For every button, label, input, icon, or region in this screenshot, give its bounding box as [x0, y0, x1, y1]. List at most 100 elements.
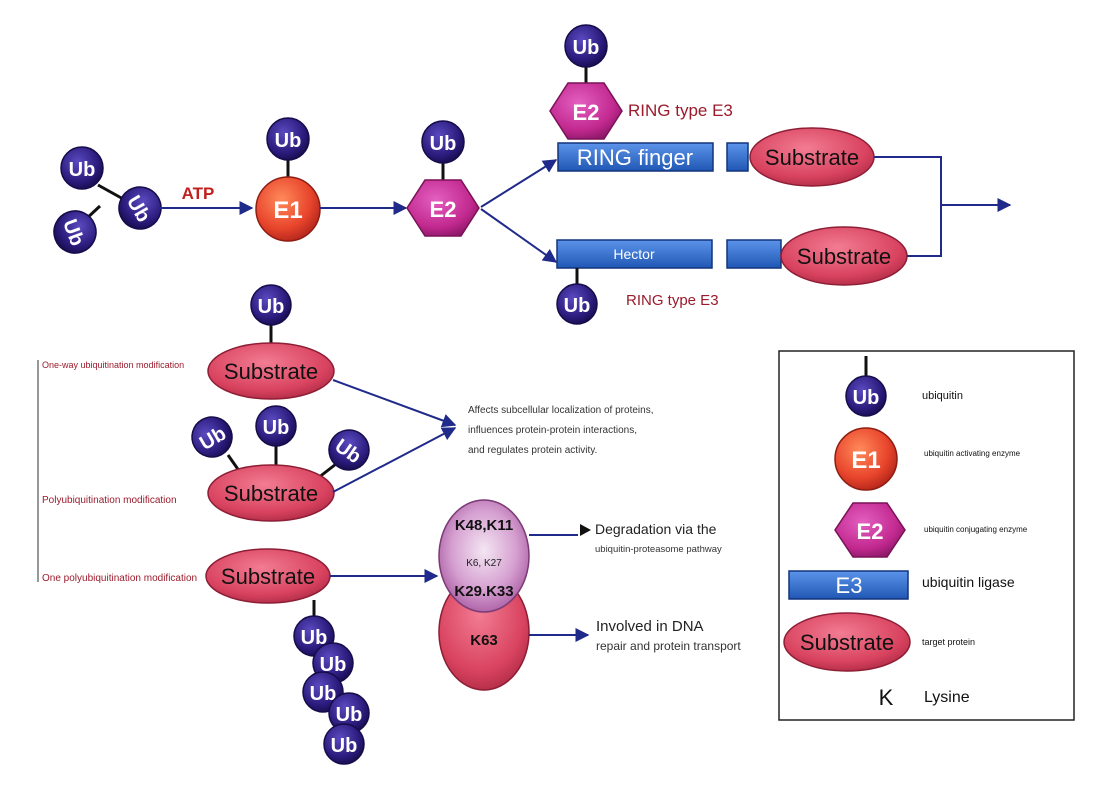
svg-text:E2: E2	[573, 100, 600, 125]
svg-text:Ub: Ub	[331, 735, 358, 757]
svg-text:Ub: Ub	[275, 130, 302, 152]
ub-icon: Ub	[60, 146, 104, 190]
free-ubiquitin-cluster: Ub Ub Ub	[53, 146, 162, 254]
mono-ub-substrate: Ub Substrate	[207, 284, 335, 400]
svg-text:Substrate: Substrate	[221, 564, 315, 589]
e3-linker	[726, 142, 749, 172]
svg-text:E1: E1	[851, 447, 880, 474]
hector-bar	[556, 239, 713, 269]
e1-icon	[834, 427, 898, 491]
svg-text:Ub: Ub	[258, 296, 285, 318]
substrate-icon	[783, 612, 911, 672]
ring-type-e3-label: RING type E3	[626, 292, 719, 309]
e2-icon	[406, 179, 480, 237]
k48k11-label: K48,K11	[455, 517, 513, 534]
hect-e3-complex: Hector Substrate Ub RING type E3	[556, 226, 908, 325]
svg-text:Ub: Ub	[69, 159, 96, 181]
svg-text:ubiquitin conjugating enzyme: ubiquitin conjugating enzyme	[924, 525, 1028, 534]
svg-text:ubiquitin activating enzyme: ubiquitin activating enzyme	[924, 449, 1021, 458]
ub-icon: Ub	[118, 186, 162, 230]
svg-text:RING finger: RING finger	[577, 145, 693, 170]
ub-icon: Ub	[293, 615, 335, 657]
effect-text: influences protein-protein interactions,	[468, 425, 637, 436]
multi-ub-substrate: Ub Ub Ub Substrate	[191, 405, 370, 522]
degradation-text: Degradation via the	[595, 521, 717, 537]
svg-text:Substrate: Substrate	[224, 481, 318, 506]
svg-text:Ub: Ub	[564, 295, 591, 317]
k29k33-label: K29.K33	[454, 583, 513, 600]
ring-finger-bar	[557, 142, 714, 172]
arrow	[332, 379, 457, 428]
ub-icon: Ub	[556, 283, 598, 325]
arrow	[332, 427, 457, 493]
k48-oval	[438, 499, 530, 613]
arrow	[480, 208, 558, 263]
ub-icon: Ub	[302, 671, 344, 713]
svg-text:Substrate: Substrate	[765, 145, 859, 170]
one-poly-label: One polyubiquitination modification	[42, 573, 197, 584]
poly-label: Polyubiquitination modification	[42, 495, 177, 506]
svg-text:Substrate: Substrate	[224, 359, 318, 384]
legend-item-e1: E1 ubiquitin activating enzyme	[834, 427, 1021, 491]
legend-item-e3: E3 ubiquitin ligase	[788, 570, 1015, 600]
effect-text: and regulates protein activity.	[468, 445, 597, 456]
e3-linker	[726, 239, 782, 269]
atp-label: ATP	[182, 184, 215, 203]
legend-item-lysine: K Lysine	[879, 685, 970, 710]
substrate-icon	[207, 464, 335, 522]
dna-text: Involved in DNA	[596, 618, 704, 635]
ring-type-e3-label: RING type E3	[628, 101, 733, 120]
ub-icon: Ub	[564, 24, 608, 68]
ub-icon: Ub	[255, 405, 297, 447]
lysine-linkage-group: K48,K11 K6, K27 K29.K33 K63	[438, 499, 530, 691]
ub-icon: Ub	[323, 723, 365, 765]
ub-icon: Ub	[421, 120, 465, 164]
ring-e3-complex: Ub E2 RING type E3 RING finger Substrate	[549, 24, 875, 187]
svg-text:Ub: Ub	[573, 37, 600, 59]
svg-text:E2: E2	[430, 197, 457, 222]
legend: Ub ubiquitin E1 ubiquitin activating enz…	[778, 350, 1075, 721]
poly-ub-substrate: Ub Ub Ub Ub Ub Substrate	[205, 548, 370, 765]
svg-text:E3: E3	[836, 573, 863, 598]
svg-text:Hector: Hector	[613, 246, 655, 262]
merge-connector	[874, 156, 1012, 257]
ub-icon: Ub	[191, 416, 233, 458]
e2-node: Ub E2	[406, 120, 480, 237]
ub-icon: Ub	[845, 375, 887, 417]
ub-icon: Ub	[266, 117, 310, 161]
e2-icon	[834, 502, 906, 558]
pointer-icon	[580, 524, 591, 536]
ub-icon: Ub	[328, 692, 370, 734]
svg-text:Substrate: Substrate	[797, 244, 891, 269]
svg-text:Lysine: Lysine	[924, 689, 970, 706]
svg-text:target protein: target protein	[922, 637, 975, 647]
dna-text: repair and protein transport	[596, 639, 741, 653]
arrow	[480, 159, 558, 208]
svg-text:Ub: Ub	[430, 133, 457, 155]
svg-text:ubiquitin: ubiquitin	[922, 390, 963, 402]
k63-label: K63	[470, 632, 498, 649]
svg-text:Ub: Ub	[853, 387, 880, 409]
e2-icon	[549, 82, 623, 140]
ub-icon: Ub	[250, 284, 292, 326]
legend-item-e2: E2 ubiquitin conjugating enzyme	[834, 502, 1028, 558]
svg-text:E2: E2	[857, 519, 884, 544]
legend-item-substrate: Substrate target protein	[783, 612, 975, 672]
one-way-label: One-way ubiquitination modification	[42, 360, 184, 370]
e1-node: Ub E1	[255, 117, 321, 242]
svg-text:E1: E1	[273, 197, 302, 224]
k6k27-label: K6, K27	[466, 558, 502, 569]
svg-text:ubiquitin ligase: ubiquitin ligase	[922, 574, 1015, 590]
svg-text:Substrate: Substrate	[800, 630, 894, 655]
legend-item-ubiquitin: Ub ubiquitin	[845, 356, 963, 417]
svg-text:Ub: Ub	[336, 704, 363, 726]
ub-icon: Ub	[328, 429, 370, 471]
svg-text:Ub: Ub	[310, 683, 337, 705]
svg-text:Ub: Ub	[263, 417, 290, 439]
svg-text:Ub: Ub	[301, 627, 328, 649]
substrate-icon	[207, 342, 335, 400]
svg-text:K: K	[879, 685, 894, 710]
svg-text:Ub: Ub	[320, 654, 347, 676]
e3-icon	[788, 570, 909, 600]
